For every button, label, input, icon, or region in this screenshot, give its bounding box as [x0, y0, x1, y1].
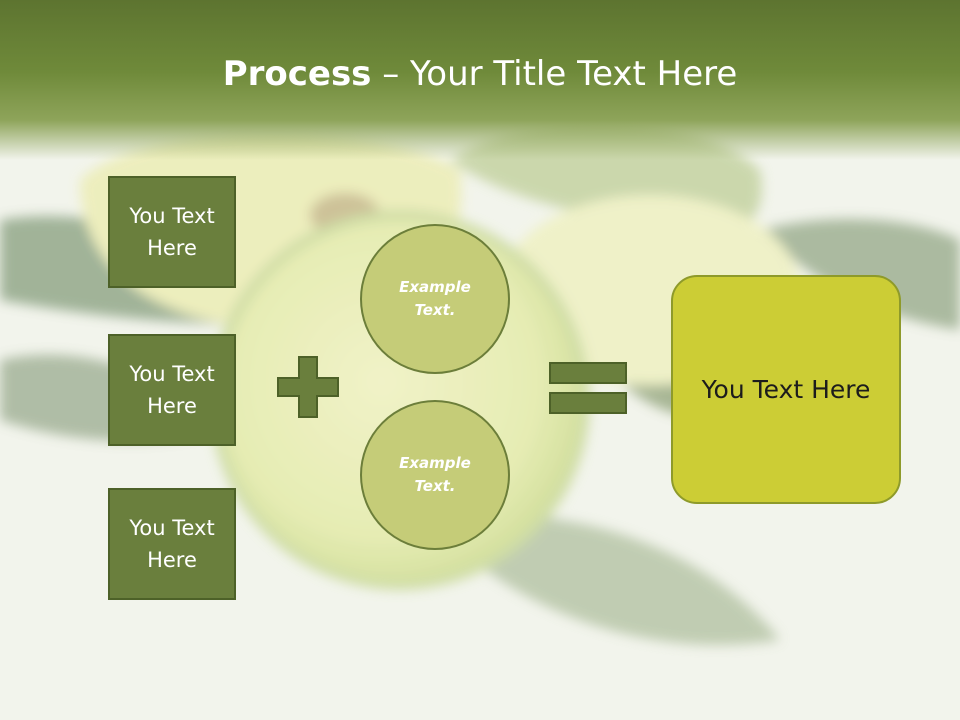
plus-icon [277, 356, 339, 418]
title-rest: – Your Title Text Here [371, 54, 738, 94]
result-box: You Text Here [671, 275, 901, 504]
example-circle-2-label: Example Text. [399, 454, 471, 495]
example-circle-1: Example Text. [360, 224, 510, 374]
header-band [0, 0, 960, 160]
input-box-2-label: You Text Here [129, 362, 215, 418]
result-label: You Text Here [701, 375, 871, 404]
input-box-2: You Text Here [108, 334, 236, 446]
title-bold: Process [222, 54, 372, 94]
equals-icon [549, 362, 627, 414]
input-box-1-label: You Text Here [129, 204, 215, 260]
page-title: Process – Your Title Text Here [0, 52, 960, 96]
input-box-3-label: You Text Here [129, 516, 215, 572]
input-box-1: You Text Here [108, 176, 236, 288]
input-box-3: You Text Here [108, 488, 236, 600]
example-circle-2: Example Text. [360, 400, 510, 550]
example-circle-1-label: Example Text. [399, 278, 471, 319]
